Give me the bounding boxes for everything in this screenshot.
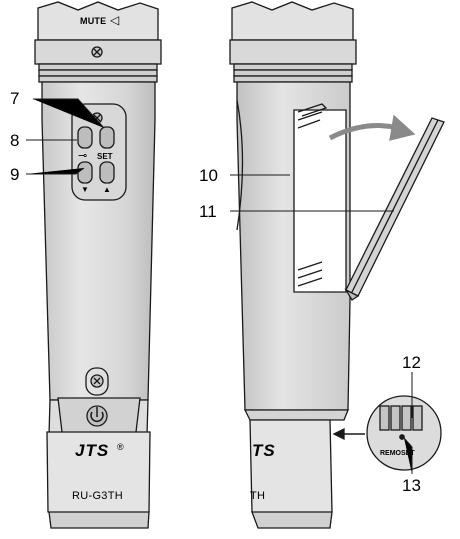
- battery-compartment: [293, 109, 347, 293]
- leader-lines: [26, 98, 413, 474]
- side-brand-partial: TS: [252, 441, 276, 460]
- front-threads: [38, 63, 158, 83]
- compartment-ribs: [297, 103, 328, 287]
- callout-13: 13: [402, 476, 421, 495]
- up-arrow-icon: ▲: [103, 185, 111, 194]
- callout-7: 7: [10, 89, 20, 108]
- key-icon: ⊸: [78, 150, 88, 162]
- reset-hole-icon: [399, 434, 405, 440]
- callout-8: 8: [10, 131, 20, 150]
- brand-logo: JTS: [75, 441, 110, 460]
- button-down: [77, 161, 93, 184]
- callout-9: 9: [10, 165, 20, 184]
- front-view: [34, 1, 162, 529]
- button-set: [99, 126, 115, 149]
- side-model-partial: TH: [250, 490, 266, 502]
- power-icon: [90, 411, 104, 422]
- down-arrow-icon: ▼: [81, 185, 89, 194]
- remoset-label: REMOSET: [380, 450, 415, 457]
- set-label: SET: [97, 152, 113, 161]
- button-up: [99, 161, 115, 184]
- brand-registered-mark: ®: [117, 442, 124, 452]
- mute-label: MUTE: [80, 16, 107, 26]
- model-label: RU-G3TH: [72, 490, 123, 502]
- side-collar: [229, 39, 357, 65]
- button-key: [77, 126, 93, 149]
- side-skirt: [243, 409, 349, 421]
- speaker-mute-icon: ◁: [110, 13, 120, 27]
- remoset-inset: [366, 395, 442, 471]
- callout-10: 10: [199, 166, 218, 185]
- side-view: [229, 1, 445, 529]
- side-crown: [231, 1, 354, 41]
- side-threads: [233, 63, 353, 83]
- callout-11: 11: [199, 202, 217, 221]
- callout-12: 12: [402, 353, 421, 372]
